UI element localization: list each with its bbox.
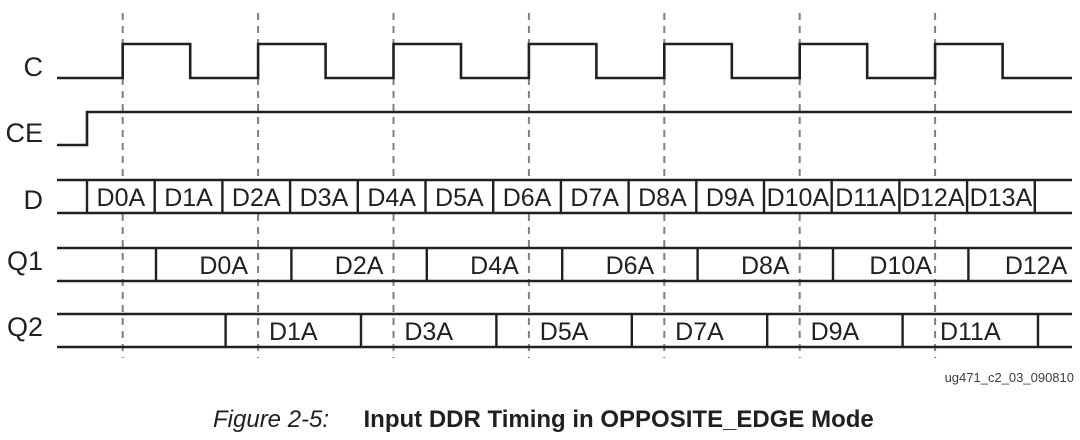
bus-d-cell-label: D9A xyxy=(706,184,755,212)
bus-q2-cell-label: D11A xyxy=(940,318,1001,346)
bus-d-cell-label: D3A xyxy=(300,184,349,212)
bus-d-cell-label: D5A xyxy=(435,184,484,212)
figure-caption-label: Figure 2-5: xyxy=(213,406,330,433)
figure-watermark: ug471_c2_03_090810 xyxy=(944,370,1074,385)
bus-d-cell-label: D13A xyxy=(970,184,1033,212)
bus-q1-cell-label: D2A xyxy=(335,252,384,280)
signal-label-q2: Q2 xyxy=(7,312,43,342)
figure-caption-title: Input DDR Timing in OPPOSITE_EDGE Mode xyxy=(363,406,874,433)
bus-q1-cell-label: D8A xyxy=(741,252,790,280)
bus-q1-cell-label: D10A xyxy=(869,252,932,280)
bus-d-cell-label: D1A xyxy=(164,184,213,212)
bus-q2-cell-label: D9A xyxy=(811,318,860,346)
bus-q1-cell-label: D4A xyxy=(470,252,519,280)
bus-d-cell-label: D4A xyxy=(367,184,416,212)
bus-q1-cell-label: D12A xyxy=(1005,252,1068,280)
signal-label-c: C xyxy=(24,52,44,82)
bus-d-cell-label: D8A xyxy=(638,184,687,212)
signal-label-ce: CE xyxy=(5,118,43,148)
bus-d-cell-label: D7A xyxy=(570,184,619,212)
figure-caption: Figure 2-5: Input DDR Timing in OPPOSITE… xyxy=(213,406,874,434)
signal-label-d: D xyxy=(24,185,44,215)
bus-d-cell-label: D11A xyxy=(835,184,896,212)
bus-q2-cell-label: D7A xyxy=(675,318,724,346)
level-waveform-ce xyxy=(57,110,1072,147)
bus-q1-cell-label: D6A xyxy=(606,252,655,280)
bus-d-cell-label: D10A xyxy=(767,184,830,212)
bus-d-cell-label: D2A xyxy=(232,184,281,212)
bus-d-cell-label: D12A xyxy=(902,184,965,212)
bus-d-cell-label: D0A xyxy=(97,184,146,212)
signal-label-q1: Q1 xyxy=(7,246,43,276)
bus-q2-cell-label: D1A xyxy=(269,318,318,346)
clock-waveform-c xyxy=(57,42,1072,80)
bus-d-cell-label: D6A xyxy=(503,184,552,212)
bus-q1-cell-label: D0A xyxy=(199,252,248,280)
bus-q2-cell-label: D5A xyxy=(540,318,589,346)
bus-q2-cell-label: D3A xyxy=(404,318,453,346)
